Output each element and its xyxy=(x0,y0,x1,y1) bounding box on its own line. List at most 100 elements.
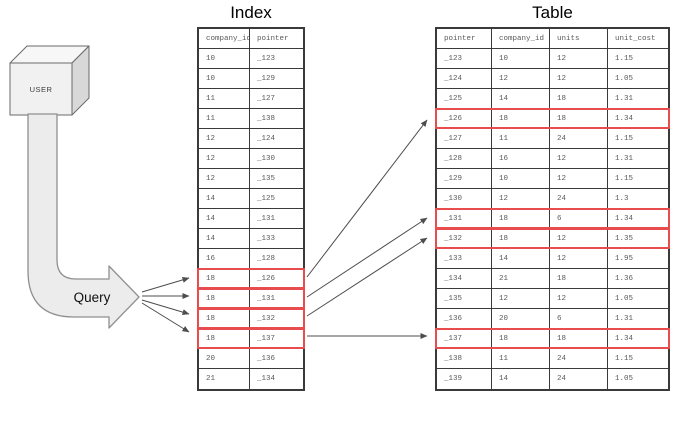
table-row: 11 _127 xyxy=(199,89,303,109)
table-cell: 12 xyxy=(550,69,608,88)
table-cell: _130 xyxy=(257,155,276,163)
table-cell: 24 xyxy=(550,369,608,389)
table-cell: 12 xyxy=(550,169,608,188)
table-cell: _135 xyxy=(437,289,492,308)
table-cell: 12 xyxy=(199,169,250,188)
cube-front-face xyxy=(9,62,73,116)
table-cell: 12 xyxy=(550,289,608,308)
table-row: 21 _134 xyxy=(199,369,303,389)
table-cell: 10 xyxy=(199,69,250,88)
table-cell: 10 xyxy=(492,169,550,188)
table-cell: 11 xyxy=(492,129,550,148)
column-header: company_id xyxy=(492,29,550,48)
table-cell: _131 xyxy=(437,209,492,228)
table-cell: _136 xyxy=(437,309,492,328)
table-cell: 12 xyxy=(492,69,550,88)
table-cell: 1.34 xyxy=(615,335,634,343)
table-row-highlighted: 18 _126 xyxy=(197,268,305,289)
table-cell: 18 xyxy=(550,329,608,348)
table-cell: _127 xyxy=(257,95,276,103)
query-fan-arrows xyxy=(141,276,190,333)
table-cell: 18 xyxy=(199,309,250,328)
table-cell: 12 xyxy=(199,149,250,168)
table-cell: 18 xyxy=(199,269,250,288)
table-row: 20_136 xyxy=(199,349,303,369)
query-arrow-shape xyxy=(27,113,140,329)
query-arrow: Query xyxy=(27,113,140,329)
table-cell: 18 xyxy=(550,89,608,108)
table-cell: 12 xyxy=(492,189,550,208)
table-cell: _129 xyxy=(257,75,276,83)
table-cell: 14 xyxy=(492,89,550,108)
table-row: 12 _130 xyxy=(199,149,303,169)
table-cell: 12 xyxy=(550,149,608,168)
table-cell: 21 xyxy=(199,369,250,389)
table-cell: 18 xyxy=(492,109,550,128)
table-cell: _139 xyxy=(437,369,492,389)
table-cell: 14 xyxy=(199,229,250,248)
table-row: 12_135 xyxy=(199,169,303,189)
table-cell: 6 xyxy=(550,309,608,328)
table-row: 10 _129 xyxy=(199,69,303,89)
table-cell: _124 xyxy=(437,69,492,88)
table-cell: _134 xyxy=(257,375,276,383)
table-cell: 6 xyxy=(550,209,608,228)
table-cell: _126 xyxy=(257,275,276,283)
table-row-highlighted: 18_137 xyxy=(197,328,305,349)
table-cell: 12 xyxy=(550,229,608,248)
table-cell: 12 xyxy=(199,129,250,148)
table-cell: _123 xyxy=(437,49,492,68)
table-cell: 18 xyxy=(550,109,608,128)
column-header: unit_cost xyxy=(615,35,656,43)
table-cell: 1.35 xyxy=(615,235,634,243)
table-cell: 24 xyxy=(550,349,608,368)
table-cell: 1.05 xyxy=(615,295,634,303)
table-cell: 1.31 xyxy=(615,315,634,323)
table-cell: _124 xyxy=(257,135,276,143)
table-cell: 1.15 xyxy=(615,55,634,63)
table-cell: 18 xyxy=(492,329,550,348)
pointer-arrow-126 xyxy=(306,119,428,278)
user-label: USER xyxy=(30,85,53,94)
column-header: pointer xyxy=(437,29,492,48)
table-cell: 1.34 xyxy=(615,215,634,223)
table-cell: _128 xyxy=(257,255,276,263)
table-cell: _134 xyxy=(437,269,492,288)
query-fan-arrow xyxy=(141,276,190,293)
index-title: Index xyxy=(230,3,272,22)
query-fan-arrow xyxy=(141,299,190,316)
table-cell: _136 xyxy=(257,355,276,363)
table-row: 10_123 xyxy=(199,49,303,69)
table-cell: 1.3 xyxy=(615,195,629,203)
column-header: pointer xyxy=(257,35,289,43)
query-fan-arrow xyxy=(141,302,190,333)
table-cell: 11 xyxy=(199,89,250,108)
table-cell: 24 xyxy=(550,189,608,208)
table-row: 14_133 xyxy=(199,229,303,249)
table-cell: 11 xyxy=(199,109,250,128)
table-cell: 18 xyxy=(550,269,608,288)
table-cell: 1.31 xyxy=(615,95,634,103)
table-cell: 12 xyxy=(550,49,608,68)
table-row-highlighted: 18_132 xyxy=(197,308,305,329)
table-cell: _137 xyxy=(257,335,276,343)
table-cell: _129 xyxy=(437,169,492,188)
table-cell: 1.34 xyxy=(615,115,634,123)
table-cell: 24 xyxy=(550,129,608,148)
table-cell: _125 xyxy=(257,195,276,203)
